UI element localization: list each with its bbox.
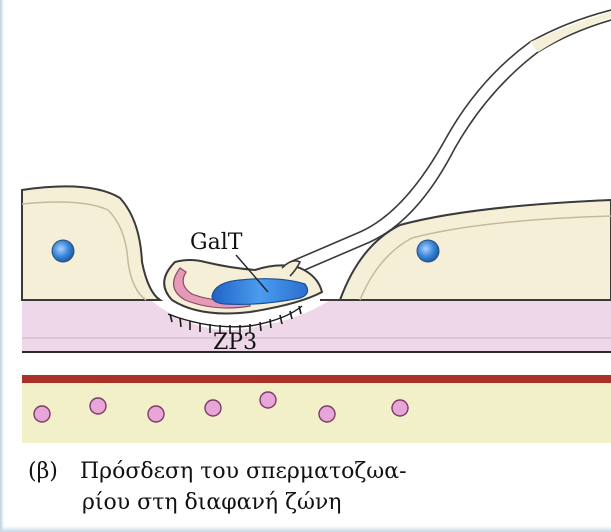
- galt-label: GalT: [190, 230, 243, 255]
- figure-caption: (β)Πρόσδεση του σπερματοζωα- ρίου στη δι…: [28, 456, 588, 518]
- caption-line-1: (β)Πρόσδεση του σπερματοζωα-: [28, 456, 588, 487]
- caption-line-2: ρίου στη διαφανή ζώνη: [28, 487, 588, 518]
- lower-band: [22, 383, 611, 443]
- red-stripe: [22, 375, 611, 383]
- left-cell-nucleus: [52, 240, 74, 262]
- right-follicle-cell: [340, 200, 611, 300]
- caption-marker: (β): [28, 456, 80, 487]
- left-follicle-cell: [22, 186, 160, 300]
- bottom-edge-shadow: [0, 526, 611, 532]
- sperm-tail-tip: [530, 12, 611, 52]
- zona-band: [22, 300, 611, 352]
- caption-line-1-text: Πρόσδεση του σπερματοζωα-: [80, 459, 407, 484]
- zp3-label: ZP3: [213, 330, 257, 355]
- right-cell-nucleus: [417, 240, 439, 262]
